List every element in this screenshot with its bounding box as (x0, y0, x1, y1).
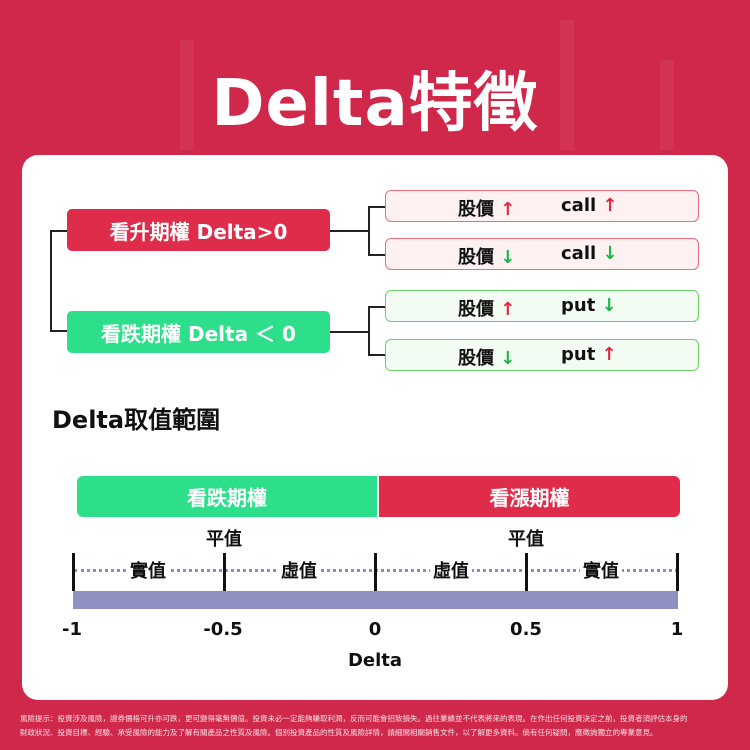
page-title: Delta特徵 (211, 67, 539, 141)
arrow-up-icon: ↑ (500, 199, 516, 220)
arrow-down-icon: ↓ (500, 247, 516, 268)
axis-tick (223, 553, 226, 591)
axis-tick (525, 553, 528, 591)
arrow-down-icon: ↓ (602, 243, 618, 264)
call-delta-box: 看升期權 Delta>0 (67, 209, 330, 251)
connector (368, 306, 370, 355)
put-row-up: 股價 ↑ put ↓ (385, 290, 699, 322)
atm-label: 平值 (206, 529, 242, 550)
option-label: call (561, 195, 597, 216)
disclaimer-line: 風險提示：投資涉及風險，證券價格可升亦可跌，更可變得毫無價值。投資未必一定能夠賺… (20, 714, 688, 723)
axis-label: Delta (347, 650, 403, 671)
connector (368, 306, 385, 308)
delta-range-bar (73, 591, 678, 609)
arrow-down-icon: ↓ (601, 295, 617, 316)
tick-label: 0.5 (510, 619, 542, 640)
connector (330, 331, 369, 333)
option-label: put (561, 295, 596, 316)
call-band: 看漲期權 (379, 476, 680, 517)
option-label: call (561, 243, 597, 264)
segment-label: 虛值 (430, 561, 472, 582)
disclaimer-line: 財政狀況、投資目標、經驗、承受風險的能力及了解有關產品之性質及風險。個別投資產品… (20, 728, 658, 737)
tick-label: 0 (368, 619, 382, 640)
arrow-up-icon: ↑ (500, 299, 516, 320)
put-row-down: 股價 ↓ put ↑ (385, 339, 699, 371)
connector (50, 230, 52, 332)
range-title: Delta取值範圍 (52, 406, 221, 434)
connector (368, 206, 370, 255)
connector (50, 230, 67, 232)
arrow-down-icon: ↓ (500, 348, 516, 369)
put-band: 看跌期權 (77, 476, 377, 517)
connector (368, 354, 385, 356)
disclaimer: 風險提示：投資涉及風險，證券價格可升亦可跌，更可變得毫無價值。投資未必一定能夠賺… (20, 712, 735, 740)
segment-label: 實值 (127, 561, 169, 582)
stock-label: 股價 (458, 348, 494, 369)
segment-label: 虛值 (278, 561, 320, 582)
arrow-up-icon: ↑ (602, 195, 618, 216)
stock-label: 股價 (458, 247, 494, 268)
connector (368, 206, 385, 208)
stock-label: 股價 (458, 199, 494, 220)
put-delta-box: 看跌期權 Delta ＜ 0 (67, 311, 330, 353)
background-candle (660, 60, 674, 150)
tick-label: 1 (670, 619, 684, 640)
connector (50, 330, 67, 332)
tick-label: -1 (62, 619, 82, 640)
connector (368, 254, 385, 256)
call-row-down: 股價 ↓ call ↓ (385, 238, 699, 270)
tick-label: -0.5 (203, 619, 243, 640)
segment-label: 實值 (580, 561, 622, 582)
stock-label: 股價 (458, 299, 494, 320)
axis-tick (676, 553, 679, 591)
background-candle (180, 40, 194, 150)
connector (330, 230, 369, 232)
background-candle (560, 20, 574, 150)
axis-tick (72, 553, 75, 591)
call-row-up: 股價 ↑ call ↑ (385, 190, 699, 222)
axis-tick (374, 553, 377, 591)
option-label: put (561, 344, 596, 365)
arrow-up-icon: ↑ (601, 344, 617, 365)
atm-label: 平值 (508, 529, 544, 550)
